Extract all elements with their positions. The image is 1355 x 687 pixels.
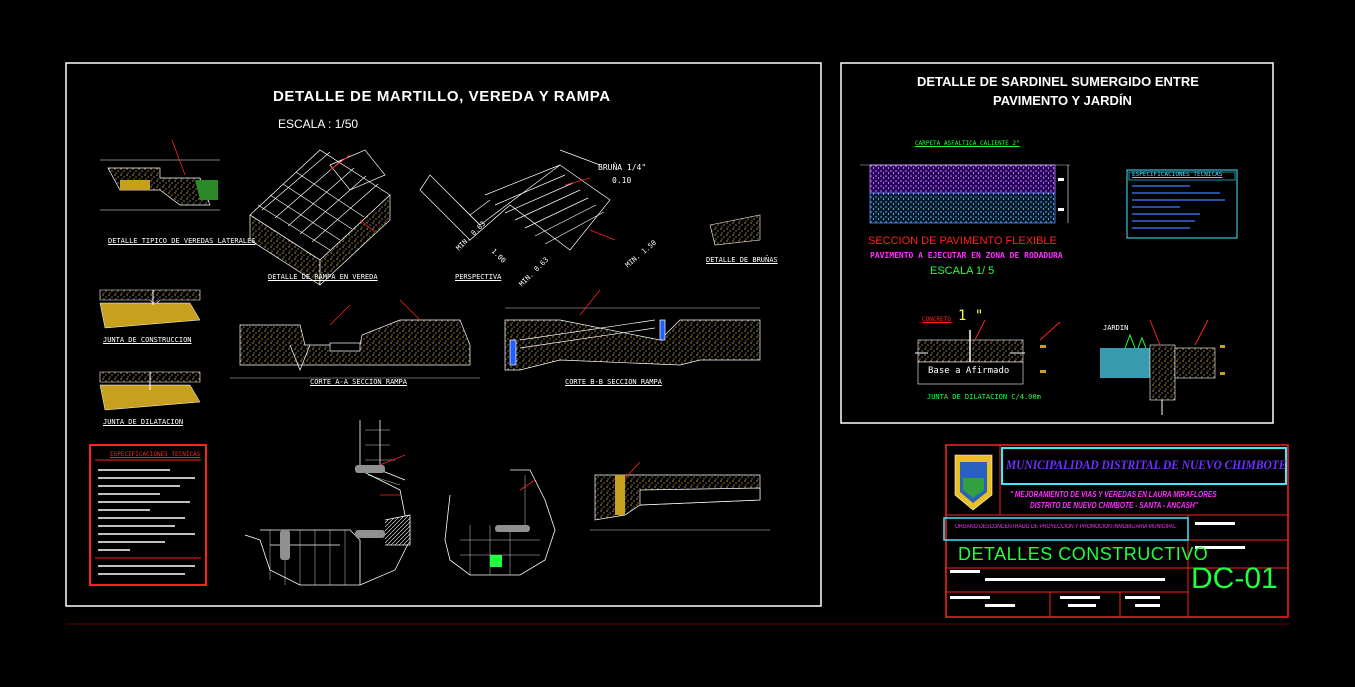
sardinel-longitudinal bbox=[590, 474, 770, 531]
label-bruna: BRUÑA 1/4" bbox=[598, 163, 647, 172]
label-vereda-laterales: DETALLE TIPICO DE VEREDAS LATERALES bbox=[108, 237, 256, 245]
junta-dilatacion-detail bbox=[99, 371, 201, 411]
label-base-afirmado: Base a Afirmado bbox=[928, 366, 1010, 376]
label-corte-bb: CORTE B-B SECCION RAMPA bbox=[565, 378, 662, 386]
corte-aa bbox=[230, 319, 480, 379]
specs-title-sheet2: ESPECIFICACIONES TECNICAS bbox=[1132, 171, 1223, 178]
specs-box-sheet2 bbox=[1126, 169, 1238, 239]
label-carpeta: CARPETA ASFALTICA CALIENTE 2" bbox=[915, 140, 1020, 147]
label-brunas: DETALLE DE BRUÑAS bbox=[706, 256, 778, 264]
sheet2-title-line2: PAVIMENTO Y JARDÍN bbox=[993, 93, 1132, 108]
junta-construccion-detail bbox=[99, 289, 201, 329]
specs-box-sheet1 bbox=[89, 444, 207, 586]
label-seccion-pavimento: SECCION DE PAVIMENTO FLEXIBLE bbox=[868, 235, 1057, 247]
perspectiva bbox=[419, 149, 611, 251]
sardinel-jardin-section bbox=[1100, 319, 1225, 415]
sheet1-scale: ESCALA : 1/50 bbox=[278, 117, 359, 131]
label-rampa-en-vereda: DETALLE DE RAMPA EN VEREDA bbox=[268, 273, 378, 281]
sheet1-title: DETALLE DE MARTILLO, VEREDA Y RAMPA bbox=[273, 88, 611, 105]
title-block bbox=[943, 444, 1289, 618]
callouts bbox=[171, 139, 641, 496]
label-junta-construccion: JUNTA DE CONSTRUCCION bbox=[103, 336, 192, 344]
label-junta-dilatacion-4m: JUNTA DE DILATACION C/4.00m bbox=[927, 393, 1041, 401]
sheet1-frame bbox=[65, 62, 822, 607]
label-perspectiva: PERSPECTIVA bbox=[455, 273, 502, 281]
specs-title-sheet1: ESPECIFICACIONES TECNICAS bbox=[110, 451, 201, 458]
municipality-name: MUNICIPALIDAD DISTRITAL DE NUEVO CHIMBOT… bbox=[1006, 457, 1287, 472]
rampa-isometric bbox=[249, 149, 391, 286]
project-line-2: DISTRITO DE NUEVO CHIMBOTE - SANTA - ANC… bbox=[1030, 501, 1198, 510]
martillo-section-1 bbox=[244, 420, 411, 586]
junta-dilatacion-section bbox=[915, 319, 1061, 385]
label-junta-dilatacion: JUNTA DE DILATACION bbox=[103, 418, 184, 426]
organ-name: ORGANO DESCONCENTRADO DE PROYECCION Y PR… bbox=[955, 524, 1177, 530]
martillo-section-2 bbox=[444, 469, 556, 576]
vereda-lateral-detail bbox=[100, 159, 220, 211]
sheet-title: DETALLES CONSTRUCTIVO bbox=[958, 544, 1209, 564]
project-line-1: " MEJORAMIENTO DE VIAS Y VEREDAS EN LAUR… bbox=[1010, 490, 1217, 499]
sheet-code: DC-01 bbox=[1191, 562, 1278, 595]
label-dim-010: 0.10 bbox=[612, 176, 632, 185]
label-pavimento-ejecutar: PAVIMENTO A EJECUTAR EN ZONA DE RODADURA bbox=[870, 251, 1063, 260]
label-one-inch: 1 " bbox=[958, 308, 984, 324]
corte-bb bbox=[504, 307, 761, 371]
pavimento-flexible-section bbox=[860, 164, 1070, 224]
brunas-detail bbox=[709, 214, 761, 246]
label-escala-sheet2: ESCALA 1/ 5 bbox=[930, 265, 995, 277]
label-jardin: JARDIN bbox=[1103, 324, 1129, 332]
sheet2-frame bbox=[840, 62, 1274, 424]
sheet2-title-line1: DETALLE DE SARDINEL SUMERGIDO ENTRE bbox=[917, 74, 1199, 89]
label-corte-aa: CORTE A-A SECCION RAMPA bbox=[310, 378, 407, 386]
label-concreto: CONCRETO bbox=[922, 316, 951, 323]
